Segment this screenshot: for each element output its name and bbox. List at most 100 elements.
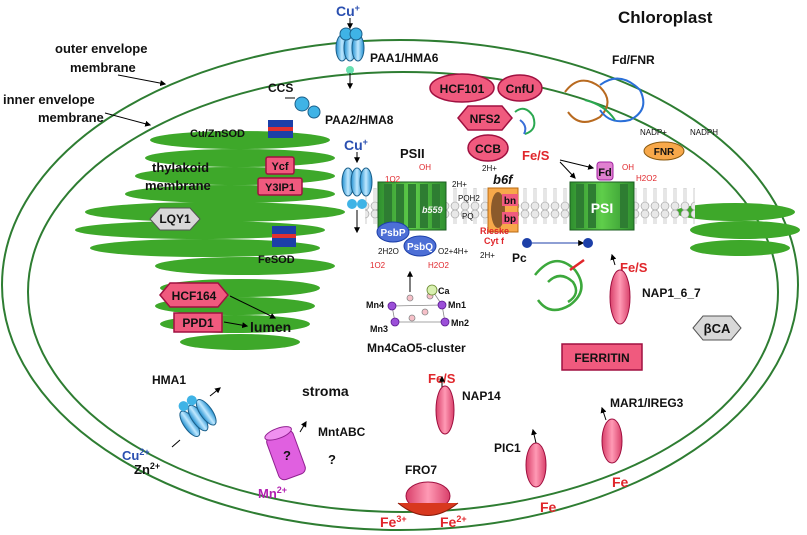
psbq-label: PsbQ — [407, 242, 433, 253]
hma1-transporter — [178, 395, 217, 437]
nadph-label: NADPH — [690, 128, 718, 137]
fe3-label: Fe3+ — [380, 514, 407, 530]
fd-protein — [596, 161, 614, 181]
thylakoid-grana-right — [675, 203, 800, 256]
outer-envelope-label-1: outer envelope — [55, 41, 147, 56]
inner-envelope-label-2: membrane — [38, 110, 104, 125]
paa1-transporter — [335, 27, 365, 74]
paa2-transporter — [341, 167, 373, 209]
cu-plus-top-label: Cu+ — [336, 3, 360, 19]
nfs2-hexagon — [457, 105, 513, 131]
lumen-label: lumen — [250, 319, 291, 335]
nap14-protein — [435, 385, 455, 435]
fesod-protein — [272, 226, 296, 247]
psii-oh-label: OH — [419, 163, 431, 172]
mn2-label: Mn2 — [451, 318, 469, 328]
ycf-box — [265, 156, 295, 175]
inner-envelope-membrane — [27, 71, 779, 513]
psbp-protein — [376, 221, 410, 243]
ccb-protein — [467, 134, 509, 162]
nap14-label: NAP14 — [462, 389, 501, 403]
pc-dot-left — [522, 238, 532, 248]
cnfu-protein — [497, 74, 543, 102]
cluster-label: Mn4CaO5-cluster — [367, 341, 466, 355]
psii-lower-singlet-o2-label: 1O2 — [370, 261, 386, 270]
nfs2-label: NFS2 — [470, 112, 501, 126]
pc-dot-right — [583, 238, 593, 248]
fro7-arrow — [397, 502, 459, 516]
bca-hexagon — [692, 315, 742, 341]
fnr-label: FNR — [654, 147, 675, 158]
pqh2-label: PQH2 — [458, 194, 480, 203]
ppd1-label: PPD1 — [182, 316, 214, 330]
thylakoid-label-2: membrane — [145, 178, 211, 193]
fdfnr-label: Fd/FNR — [612, 53, 655, 67]
o2-label: O2+4H+ — [438, 247, 469, 256]
psii-h2o2-label: H2O2 — [428, 261, 449, 270]
lqy1-label: LQY1 — [159, 212, 191, 226]
fe-pic1-label: Fe — [540, 499, 557, 515]
psbq-protein — [403, 235, 437, 257]
pic1-protein — [525, 442, 547, 488]
mn1-label: Mn1 — [448, 300, 466, 310]
mn4-label: Mn4 — [366, 300, 384, 310]
cnfu-label: CnfU — [506, 82, 535, 96]
mntabc-transporter — [264, 426, 306, 481]
psii-singlet-o2-label: 1O2 — [385, 175, 401, 184]
psi-h2o2-label: H2O2 — [636, 174, 657, 183]
fe-s-protein-structure-icon — [514, 107, 536, 135]
hma1-label: HMA1 — [152, 373, 186, 387]
mn4cao5-cluster-icon — [387, 284, 450, 327]
psbp-label: PsbP — [380, 228, 405, 239]
b6f-2h-upper-label: 2H+ — [482, 164, 497, 173]
fnr-protein — [643, 141, 685, 161]
ppd1-box — [173, 312, 223, 333]
pq-label: PQ — [462, 212, 474, 221]
page-title: Chloroplast — [618, 8, 713, 27]
cu2-label: Cu2+ — [122, 447, 150, 463]
bp-label: bp — [504, 214, 516, 225]
mn2-ion-label: Mn2+ — [258, 485, 287, 501]
pc-structure-icon — [534, 258, 585, 312]
stroma-label: stroma — [302, 383, 349, 399]
fd-fnr-structure-icon — [564, 77, 645, 123]
inner-envelope-label-1: inner envelope — [3, 92, 95, 107]
bn-box — [502, 194, 518, 206]
fe2-label: Fe2+ — [440, 514, 467, 530]
cu-plus-thylakoid-label: Cu+ — [344, 137, 368, 153]
psi-complex — [569, 181, 635, 231]
y3ip1-label: Y3IP1 — [265, 182, 295, 194]
bca-label: βCA — [704, 321, 731, 336]
thylakoid-label-1: thylakoid — [152, 160, 209, 175]
outer-envelope-membrane — [1, 39, 799, 531]
lqy1-hexagon — [149, 207, 201, 231]
mn3-label: Mn3 — [370, 324, 388, 334]
ferritin-label: FERRITIN — [574, 351, 629, 365]
psi-oh-label: OH — [622, 163, 634, 172]
fesod-label: FeSOD — [258, 254, 295, 266]
psi-label: PSI — [591, 200, 614, 216]
ycf-label: Ycf — [271, 161, 288, 173]
bn-label: bn — [504, 196, 516, 207]
paa2-label: PAA2/HMA8 — [325, 113, 394, 127]
mntabc-unknown-mark: ? — [283, 448, 291, 463]
cytf-label: Cyt f — [484, 236, 505, 246]
nadp-label: NADP+ — [640, 128, 667, 137]
ccs-protein — [294, 96, 310, 112]
pic1-label: PIC1 — [494, 441, 521, 455]
nap1-protein — [609, 269, 631, 325]
psii-label: PSII — [400, 146, 425, 161]
h2o-label: 2H2O — [378, 247, 399, 256]
hcf164-label: HCF164 — [172, 289, 217, 303]
mntabc-question-label: ? — [328, 452, 336, 467]
fe-mar1-label: Fe — [612, 474, 629, 490]
b559-label: b559 — [422, 205, 443, 215]
fro7-label: FRO7 — [405, 463, 437, 477]
ccb-label: CCB — [475, 142, 501, 156]
paa1-label: PAA1/HMA6 — [370, 51, 439, 65]
mar1-label: MAR1/IREG3 — [610, 396, 684, 410]
b6f-2h-lower-label: 2H+ — [480, 251, 495, 260]
fes-nap1-label: Fe/S — [620, 260, 648, 275]
